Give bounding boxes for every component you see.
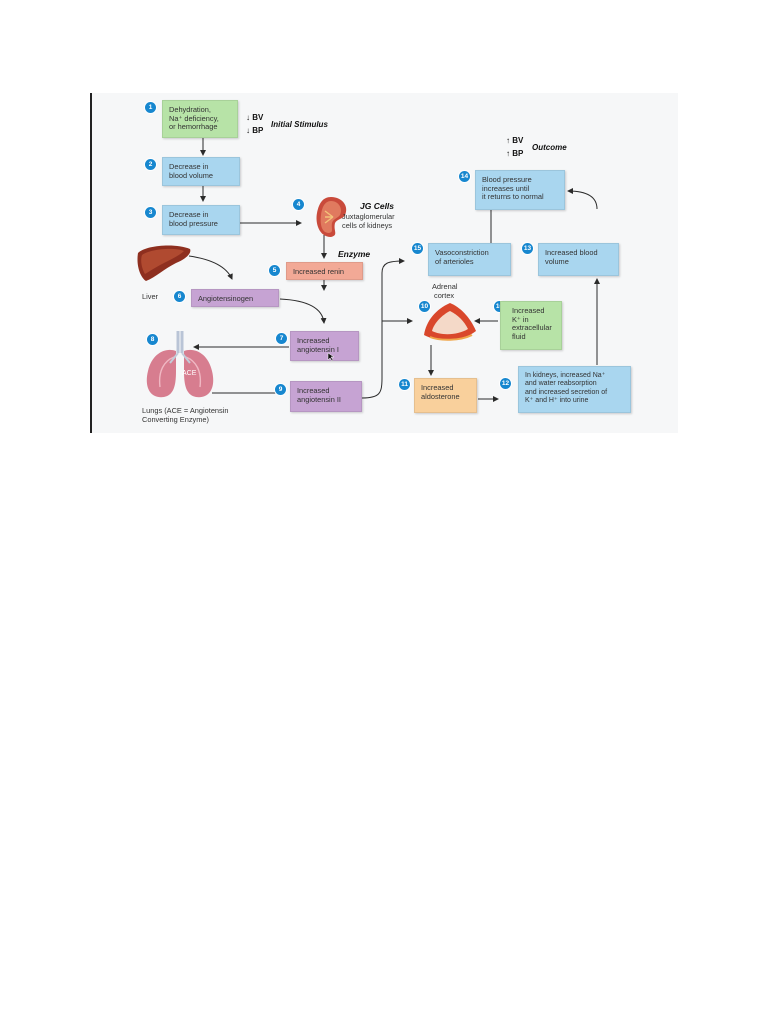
step-10-badge: 10 bbox=[419, 301, 430, 312]
step-5-box: Increased renin bbox=[286, 262, 363, 280]
step-15-box: Vasoconstriction of arterioles bbox=[428, 243, 511, 276]
kidney-icon bbox=[316, 197, 347, 237]
step-16-line: extracellular bbox=[512, 323, 552, 333]
step-11-badge: 11 bbox=[399, 379, 410, 390]
step-2-badge: 2 bbox=[145, 159, 156, 170]
step-12-line: K⁺ and H⁺ into urine bbox=[525, 397, 589, 405]
jg-cells-sub1: Juxtaglomerular bbox=[342, 212, 395, 221]
step-15-badge: 15 bbox=[412, 243, 423, 254]
step-2-line: blood volume bbox=[169, 170, 213, 180]
step-9-line: Increased bbox=[297, 386, 330, 395]
step-7-line: Increased bbox=[297, 336, 330, 345]
step-12-line: and water reabsorption bbox=[525, 380, 597, 388]
cursor-icon bbox=[327, 352, 335, 362]
step-4-badge: 4 bbox=[293, 199, 304, 210]
liver-label: Liver bbox=[142, 292, 159, 301]
step-1-box: Dehydration, Na⁺ deficiency, or hemorrha… bbox=[162, 100, 238, 138]
lungs-caption-2: Converting Enzyme) bbox=[142, 415, 209, 424]
step-13-box: Increased blood volume bbox=[538, 243, 619, 276]
initial-stimulus-label: Initial Stimulus bbox=[271, 120, 328, 129]
bp-down-label: ↓ BP bbox=[246, 126, 264, 135]
step-14-box: Blood pressure increases until it return… bbox=[475, 170, 565, 210]
step-14-line: Blood pressure bbox=[482, 175, 532, 184]
raas-diagram: 1 Dehydration, Na⁺ deficiency, or hemorr… bbox=[90, 93, 678, 433]
step-6-box: Angiotensinogen bbox=[191, 289, 279, 307]
jg-cells-sub2: cells of kidneys bbox=[342, 221, 393, 230]
enzyme-label: Enzyme bbox=[338, 249, 371, 259]
step-15-line: of arterioles bbox=[435, 256, 474, 266]
step-11-box: Increased aldosterone bbox=[414, 378, 477, 413]
step-7-box: Increased angiotensin I bbox=[290, 331, 359, 361]
step-16-box: Increased K⁺ in extracellular fluid bbox=[500, 301, 562, 350]
step-1-line: Na⁺ deficiency, bbox=[169, 113, 219, 123]
step-2-line: Decrease in bbox=[169, 162, 209, 171]
adrenal-label-1: Adrenal bbox=[432, 282, 458, 291]
liver-icon bbox=[137, 245, 191, 281]
step-12-line: In kidneys, increased Na⁺ bbox=[525, 372, 606, 379]
step-14-badge: 14 bbox=[459, 171, 470, 182]
step-16-badge: 16 bbox=[494, 301, 505, 312]
step-8-badge: 8 bbox=[147, 334, 158, 345]
step-11-line: aldosterone bbox=[421, 391, 460, 401]
step-3-line: blood pressure bbox=[169, 218, 218, 228]
bv-up-label: ↑ BV bbox=[506, 136, 524, 145]
step-14-line: increases until bbox=[482, 183, 530, 193]
step-11-line: Increased bbox=[421, 383, 454, 392]
bp-up-label: ↑ BP bbox=[506, 149, 524, 158]
step-13-badge: 13 bbox=[522, 243, 533, 254]
step-3-box: Decrease in blood pressure bbox=[162, 205, 240, 235]
step-5-line: Increased renin bbox=[293, 267, 344, 276]
step-2-box: Decrease in blood volume bbox=[162, 157, 240, 186]
ace-label: ACE bbox=[182, 370, 197, 377]
jg-cells-title: JG Cells bbox=[360, 201, 395, 211]
step-5-badge: 5 bbox=[269, 265, 280, 276]
step-9-line: angiotensin II bbox=[297, 394, 341, 404]
step-9-badge: 9 bbox=[275, 384, 286, 395]
step-12-line: and increased secretion of bbox=[525, 388, 608, 396]
step-13-line: Increased blood bbox=[545, 248, 598, 257]
step-16-line: Increased bbox=[512, 306, 545, 315]
step-1-line: or hemorrhage bbox=[169, 122, 218, 132]
lungs-icon bbox=[146, 331, 214, 398]
arrows-layer bbox=[188, 138, 600, 402]
step-16-line: fluid bbox=[512, 331, 526, 341]
adrenal-label-2: cortex bbox=[434, 291, 455, 300]
adrenal-gland-icon bbox=[424, 303, 476, 341]
step-15-line: Vasoconstriction bbox=[435, 248, 489, 257]
step-16-line: K⁺ in bbox=[512, 314, 529, 324]
step-7-line: angiotensin I bbox=[297, 344, 339, 354]
step-3-line: Decrease in bbox=[169, 210, 209, 219]
step-6-line: Angiotensinogen bbox=[198, 294, 254, 303]
step-6-badge: 6 bbox=[174, 291, 185, 302]
step-9-box: Increased angiotensin II bbox=[290, 381, 362, 412]
outcome-label: Outcome bbox=[532, 143, 567, 152]
step-12-badge: 12 bbox=[500, 378, 511, 389]
step-1-line: Dehydration, bbox=[169, 105, 211, 114]
step-1-badge: 1 bbox=[145, 102, 156, 113]
step-13-line: volume bbox=[545, 256, 569, 266]
bv-down-label: ↓ BV bbox=[246, 113, 264, 122]
lungs-caption-1: Lungs (ACE = Angiotensin bbox=[142, 406, 229, 415]
step-3-badge: 3 bbox=[145, 207, 156, 218]
step-7-badge: 7 bbox=[276, 333, 287, 344]
step-14-line: it returns to normal bbox=[482, 192, 544, 202]
step-12-box: In kidneys, increased Na⁺ and water reab… bbox=[518, 366, 631, 413]
